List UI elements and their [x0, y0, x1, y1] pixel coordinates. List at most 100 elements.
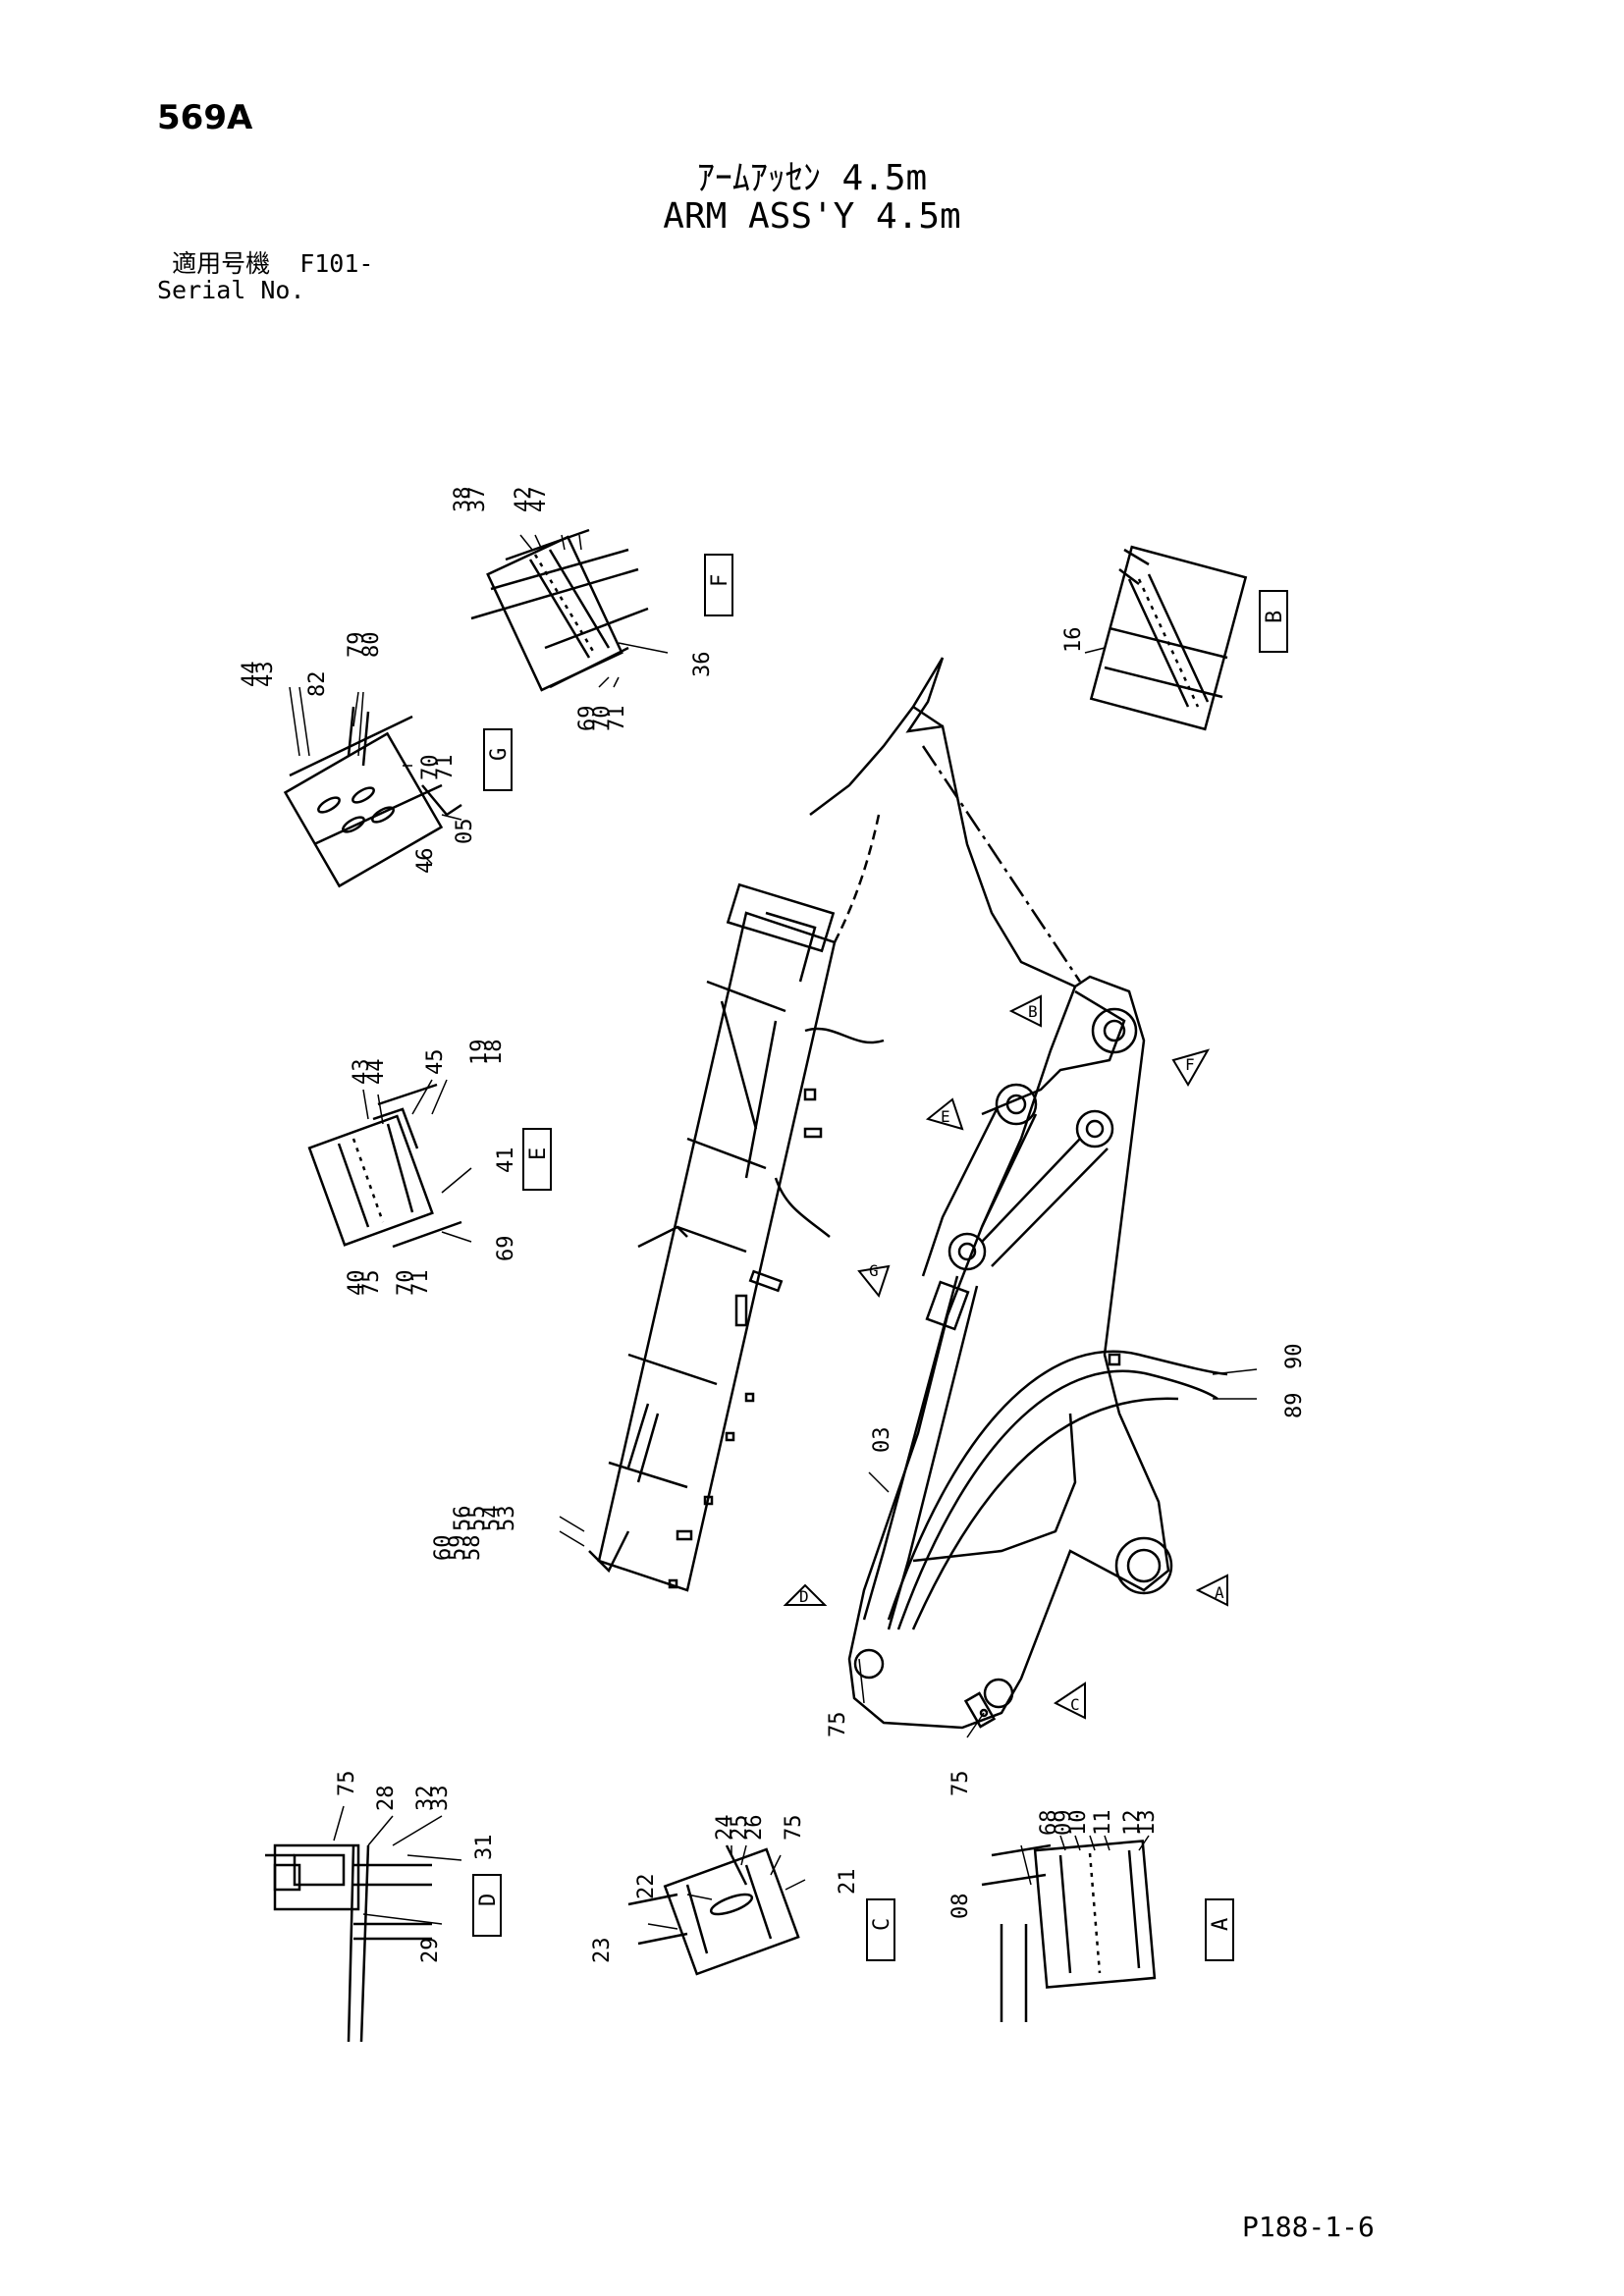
page-number: P188-1-6 — [1242, 2211, 1375, 2243]
callout-d-32: 32 — [413, 1786, 438, 1812]
callout-main-90: 90 — [1282, 1344, 1307, 1370]
callout-e-70: 70 — [394, 1270, 418, 1297]
serial-label-en: Serial No. — [157, 276, 305, 304]
serial-block: 適用号機 F101- Serial No. — [157, 250, 373, 303]
callout-main-58: 58 — [460, 1535, 485, 1562]
callout-g-80: 80 — [359, 632, 384, 659]
callout-g-46: 46 — [413, 848, 438, 875]
callout-c-25: 25 — [728, 1815, 752, 1842]
callout-a-09: 09 — [1052, 1810, 1076, 1837]
detail-label-a: A — [1209, 1918, 1233, 1931]
callout-d-75: 75 — [335, 1771, 359, 1797]
callout-main-53: 53 — [495, 1506, 519, 1532]
view-arrow-f: F — [1185, 1055, 1195, 1074]
callout-a-13: 13 — [1135, 1810, 1160, 1837]
view-arrow-labels: B F E G A C D — [799, 1002, 1224, 1714]
detail-label-f: F — [708, 574, 732, 587]
title-english: ARM ASS'Y 4.5m — [663, 196, 961, 237]
view-arrow-c: C — [1070, 1695, 1080, 1714]
callout-main-89: 89 — [1282, 1393, 1307, 1419]
detail-view-c — [627, 1844, 800, 1976]
callout-main-03: 03 — [870, 1427, 894, 1454]
callout-d-29: 29 — [418, 1938, 443, 1964]
callout-g-44: 44 — [239, 662, 263, 688]
leader-lines — [289, 534, 1258, 1930]
callout-a-08: 08 — [948, 1894, 973, 1920]
callout-c-23: 23 — [590, 1938, 615, 1964]
detail-label-e: E — [526, 1148, 551, 1160]
callout-f-42: 42 — [512, 487, 536, 513]
callout-g-70: 70 — [418, 755, 443, 781]
callout-main-59: 59 — [446, 1535, 470, 1562]
serial-value: F101- — [299, 249, 374, 278]
detail-frames — [472, 554, 1288, 1961]
callout-a-68: 68 — [1037, 1810, 1061, 1837]
callout-f-37: 37 — [465, 487, 490, 513]
callout-e-69: 69 — [494, 1236, 518, 1262]
callout-d-33: 33 — [428, 1786, 453, 1812]
detail-label-g: G — [487, 748, 512, 761]
detail-view-b — [1089, 545, 1248, 731]
detail-label-d: D — [476, 1894, 501, 1906]
callout-c-26: 26 — [742, 1815, 767, 1842]
view-arrow-a: A — [1215, 1583, 1224, 1602]
detail-label-b: B — [1263, 611, 1287, 623]
callout-e-19: 19 — [467, 1040, 492, 1066]
serial-label-jp: 適用号機 — [172, 249, 271, 278]
callout-e-45: 45 — [423, 1049, 448, 1076]
callout-e-75: 75 — [359, 1270, 384, 1297]
callout-e-40: 40 — [345, 1270, 369, 1297]
callout-main-75: 75 — [948, 1771, 973, 1797]
callout-g-82: 82 — [305, 671, 330, 698]
cylinder-assembly — [588, 882, 885, 1592]
callout-main-55: 55 — [465, 1506, 490, 1532]
callout-a-11: 11 — [1091, 1810, 1115, 1837]
callout-f-36: 36 — [690, 652, 715, 678]
callout-main-75: 75 — [826, 1712, 850, 1738]
detail-view-d — [265, 1843, 432, 2043]
detail-letters: F B G E D C A — [476, 574, 1287, 1931]
serial-label-jp-row: 適用号機 F101- — [157, 250, 373, 277]
page-code: 569A — [157, 98, 253, 137]
callout-c-21: 21 — [836, 1869, 860, 1896]
callout-e-71: 71 — [408, 1270, 433, 1297]
callout-c-22: 22 — [634, 1874, 659, 1900]
detail-view-a — [981, 1840, 1157, 2022]
callout-d-31: 31 — [472, 1835, 497, 1861]
callout-main-54: 54 — [480, 1506, 505, 1532]
detail-label-c: C — [870, 1918, 894, 1931]
callout-e-43: 43 — [350, 1059, 374, 1086]
callout-g-05: 05 — [453, 819, 477, 845]
main-arm-assembly — [809, 657, 1228, 1730]
callout-main-56: 56 — [451, 1506, 475, 1532]
callout-a-12: 12 — [1120, 1810, 1145, 1837]
callout-main-60: 60 — [431, 1535, 456, 1562]
callout-g-71: 71 — [433, 755, 458, 781]
detail-view-g — [283, 706, 462, 888]
callout-f-71: 71 — [605, 706, 629, 732]
detail-view-f — [470, 528, 649, 692]
callout-g-79: 79 — [345, 632, 369, 659]
callout-e-44: 44 — [364, 1059, 389, 1086]
callout-b-16: 16 — [1061, 627, 1086, 654]
detail-view-e — [307, 1083, 462, 1249]
callout-f-69: 69 — [575, 706, 600, 732]
callout-d-28: 28 — [374, 1786, 399, 1812]
view-arrows — [783, 994, 1228, 1720]
callout-f-38: 38 — [451, 487, 475, 513]
view-arrow-b: B — [1028, 1002, 1038, 1021]
callout-a-10: 10 — [1066, 1810, 1091, 1837]
callout-c-75: 75 — [782, 1815, 806, 1842]
title-japanese: ｱｰﾑｱｯｾﾝ 4.5m — [696, 158, 928, 198]
callout-e-41: 41 — [494, 1148, 518, 1174]
view-arrow-e: E — [941, 1107, 950, 1126]
callout-f-70: 70 — [590, 706, 615, 732]
view-arrow-d: D — [799, 1587, 809, 1606]
callout-g-43: 43 — [253, 662, 278, 688]
callout-e-18: 18 — [482, 1040, 507, 1066]
callout-f-47: 47 — [526, 487, 551, 513]
view-arrow-g: G — [869, 1261, 879, 1280]
callout-c-24: 24 — [713, 1815, 737, 1842]
